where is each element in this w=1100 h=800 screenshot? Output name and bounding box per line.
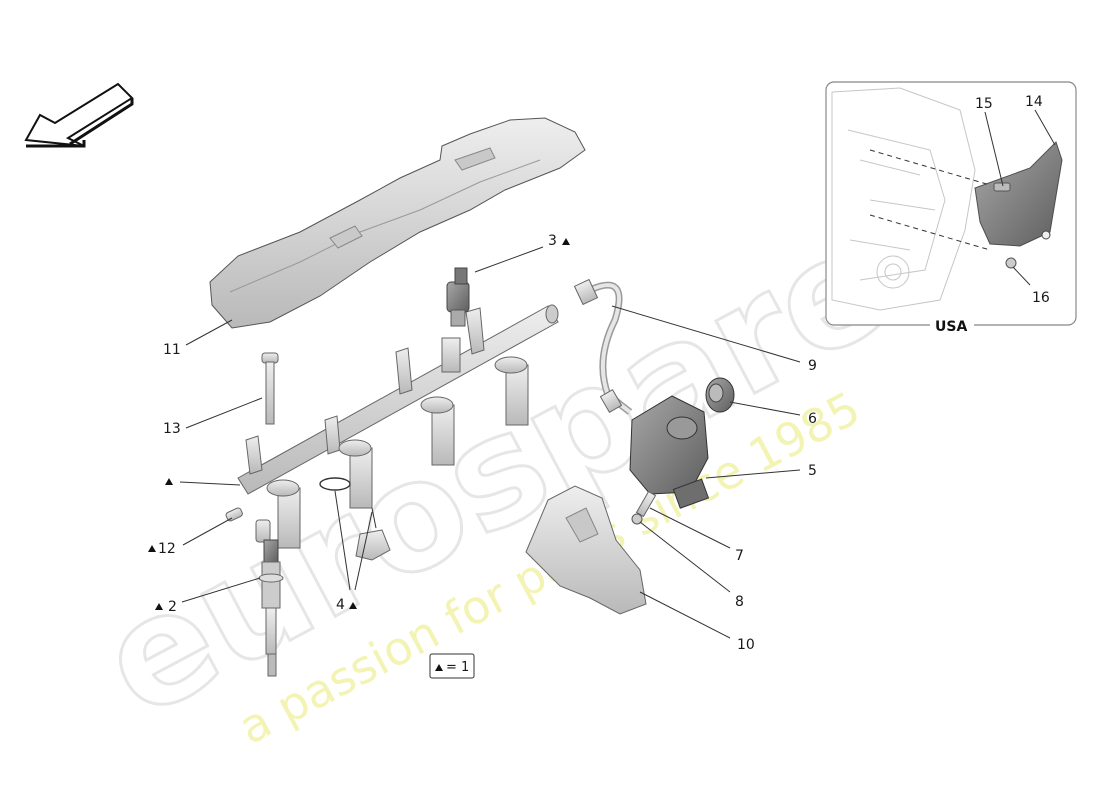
callout-7: 7 (735, 548, 744, 564)
triangle-icon (155, 603, 163, 610)
callout-9: 9 (808, 358, 817, 374)
callout-8: 8 (735, 594, 744, 610)
fuel-rail (237, 304, 559, 549)
callout-2: 2 (168, 599, 177, 615)
pump-cap (705, 377, 735, 413)
callout-11: 11 (163, 342, 181, 358)
leader-14 (1034, 109, 1056, 146)
callouts: 3 11 9 13 6 5 12 7 2 8 (148, 233, 817, 653)
bolt (261, 352, 279, 425)
triangle-icon (562, 238, 570, 245)
bracket (974, 141, 1063, 247)
direction-arrow-icon (24, 82, 134, 148)
callout-13: 13 (163, 421, 181, 437)
leader-16 (1012, 266, 1031, 286)
triangle-icon (435, 664, 443, 671)
triangle-icon (349, 602, 357, 609)
pin (225, 507, 243, 522)
callout-5: 5 (808, 463, 817, 479)
callout-12: 12 (158, 541, 176, 557)
callout-10: 10 (737, 637, 755, 653)
injector (255, 519, 284, 677)
legend-box: = 1 (429, 653, 475, 679)
inset-bolt (993, 182, 1011, 192)
callout-3: 3 (548, 233, 557, 249)
callout-6: 6 (808, 411, 817, 427)
inset-nut (1005, 257, 1017, 269)
callout-16: 16 (1032, 290, 1050, 306)
usa-label: USA (935, 319, 967, 335)
leader-15 (984, 111, 1004, 187)
washer (631, 513, 643, 525)
callout-4: 4 (336, 597, 345, 613)
callout-14: 14 (1025, 94, 1043, 110)
triangle-icon (165, 478, 173, 485)
seal-kit (319, 477, 391, 561)
fuel-pipe (573, 278, 633, 415)
pump-cover (525, 485, 647, 615)
heat-shield-cover (209, 117, 586, 329)
legend-text: = 1 (446, 660, 469, 675)
callout-15: 15 (975, 96, 993, 112)
triangle-icon (148, 545, 156, 552)
engine-block-sketch (831, 87, 976, 311)
usa-inset: 15 14 16 USA (825, 81, 1077, 335)
high-pressure-pump (629, 395, 710, 509)
pressure-sensor (446, 267, 470, 327)
